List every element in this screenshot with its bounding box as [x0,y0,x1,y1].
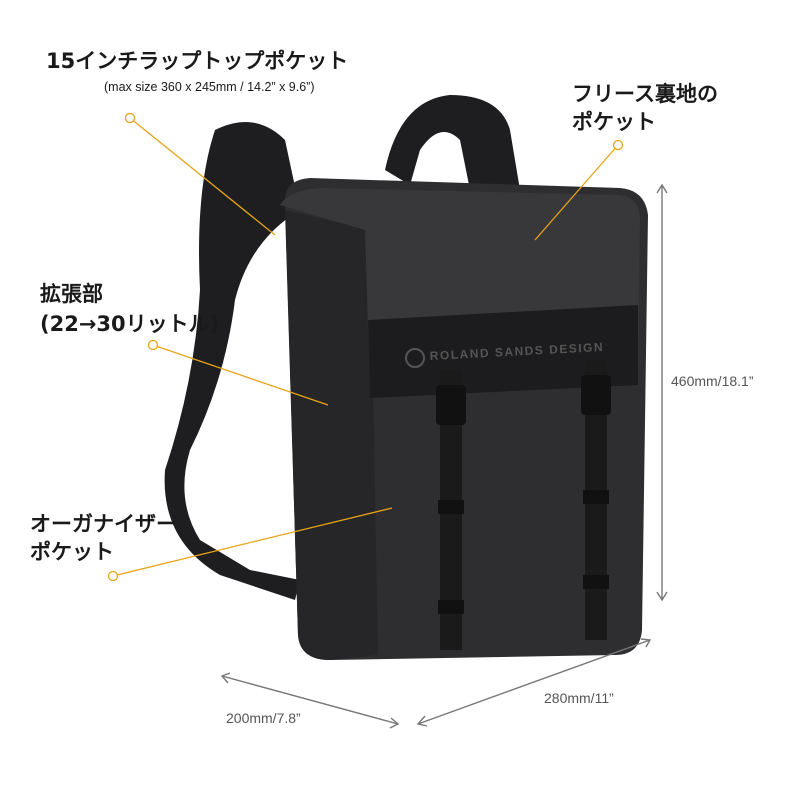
expansion-marker [147,339,159,351]
dimension-lines [220,183,668,729]
height-dimension-label: 460mm/18.1” [671,373,754,389]
left-buckle [436,385,466,425]
fleece-pocket-label-line1: フリース裏地の [572,82,718,106]
laptop-pocket-size: (max size 360 x 245mm / 14.2” x 9.6”) [104,80,315,94]
organizer-label-line1: オーガナイザー [30,512,177,536]
left-shoulder-strap [164,122,300,600]
depth-dimension-line [221,675,399,725]
expansion-label-line1: 拡張部 [40,282,103,306]
width-dimension-label: 280mm/11” [544,690,614,706]
right-shoulder-strap [385,95,520,190]
flap-leather-band [368,305,638,398]
depth-dimension-label: 200mm/7.8” [226,710,301,726]
brand-logo-icon [405,348,425,368]
organizer-label-line2: ポケット [30,540,114,564]
laptop-pocket-marker [124,112,136,124]
right-buckle [581,375,611,415]
fleece-pocket-label-line2: ポケット [572,110,656,134]
leader-lines [107,112,624,582]
expansion-label-line2: (22→30リットル) [40,312,220,336]
organizer-pocket-marker [107,570,119,582]
width-dimension-line [417,639,651,725]
fleece-pocket-marker [612,139,624,151]
side-panel [285,210,378,660]
laptop-pocket-label: 15インチラップトップポケット [46,49,349,73]
